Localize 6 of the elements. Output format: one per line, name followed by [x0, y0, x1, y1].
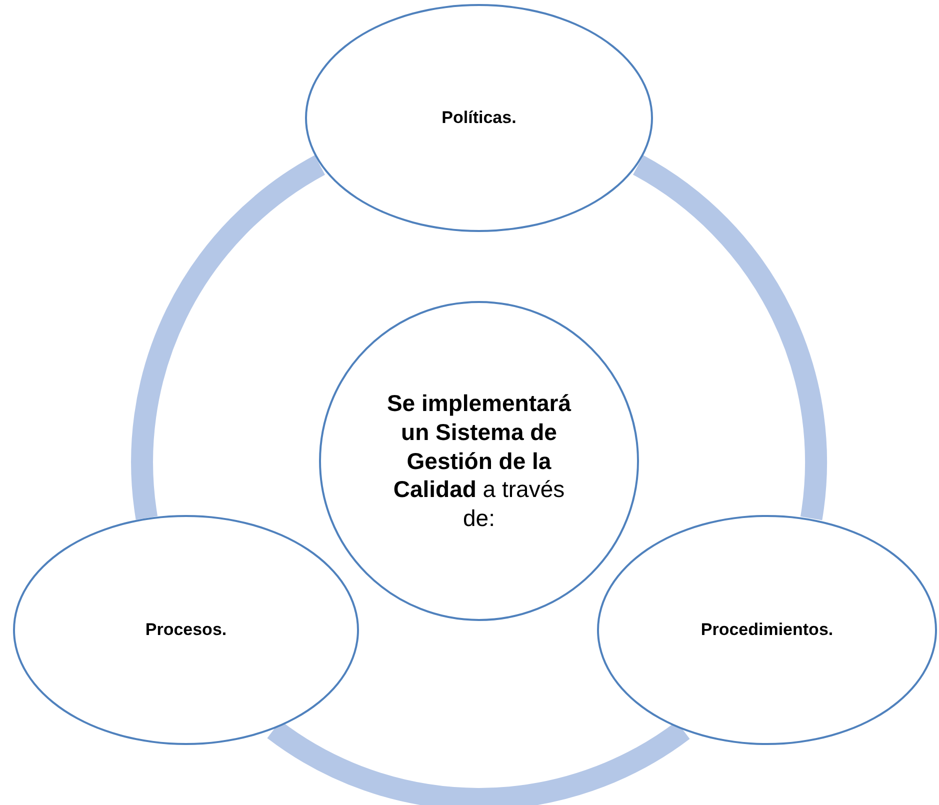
node-label: Procesos.	[145, 619, 227, 641]
node-label: Políticas.	[442, 107, 516, 129]
node-label: Procedimientos.	[700, 619, 834, 641]
ring-arc	[632, 156, 827, 520]
node-label: Se implementará un Sistema de Gestión de la Calidad a través de:	[386, 389, 572, 533]
ring-arc	[131, 156, 326, 520]
